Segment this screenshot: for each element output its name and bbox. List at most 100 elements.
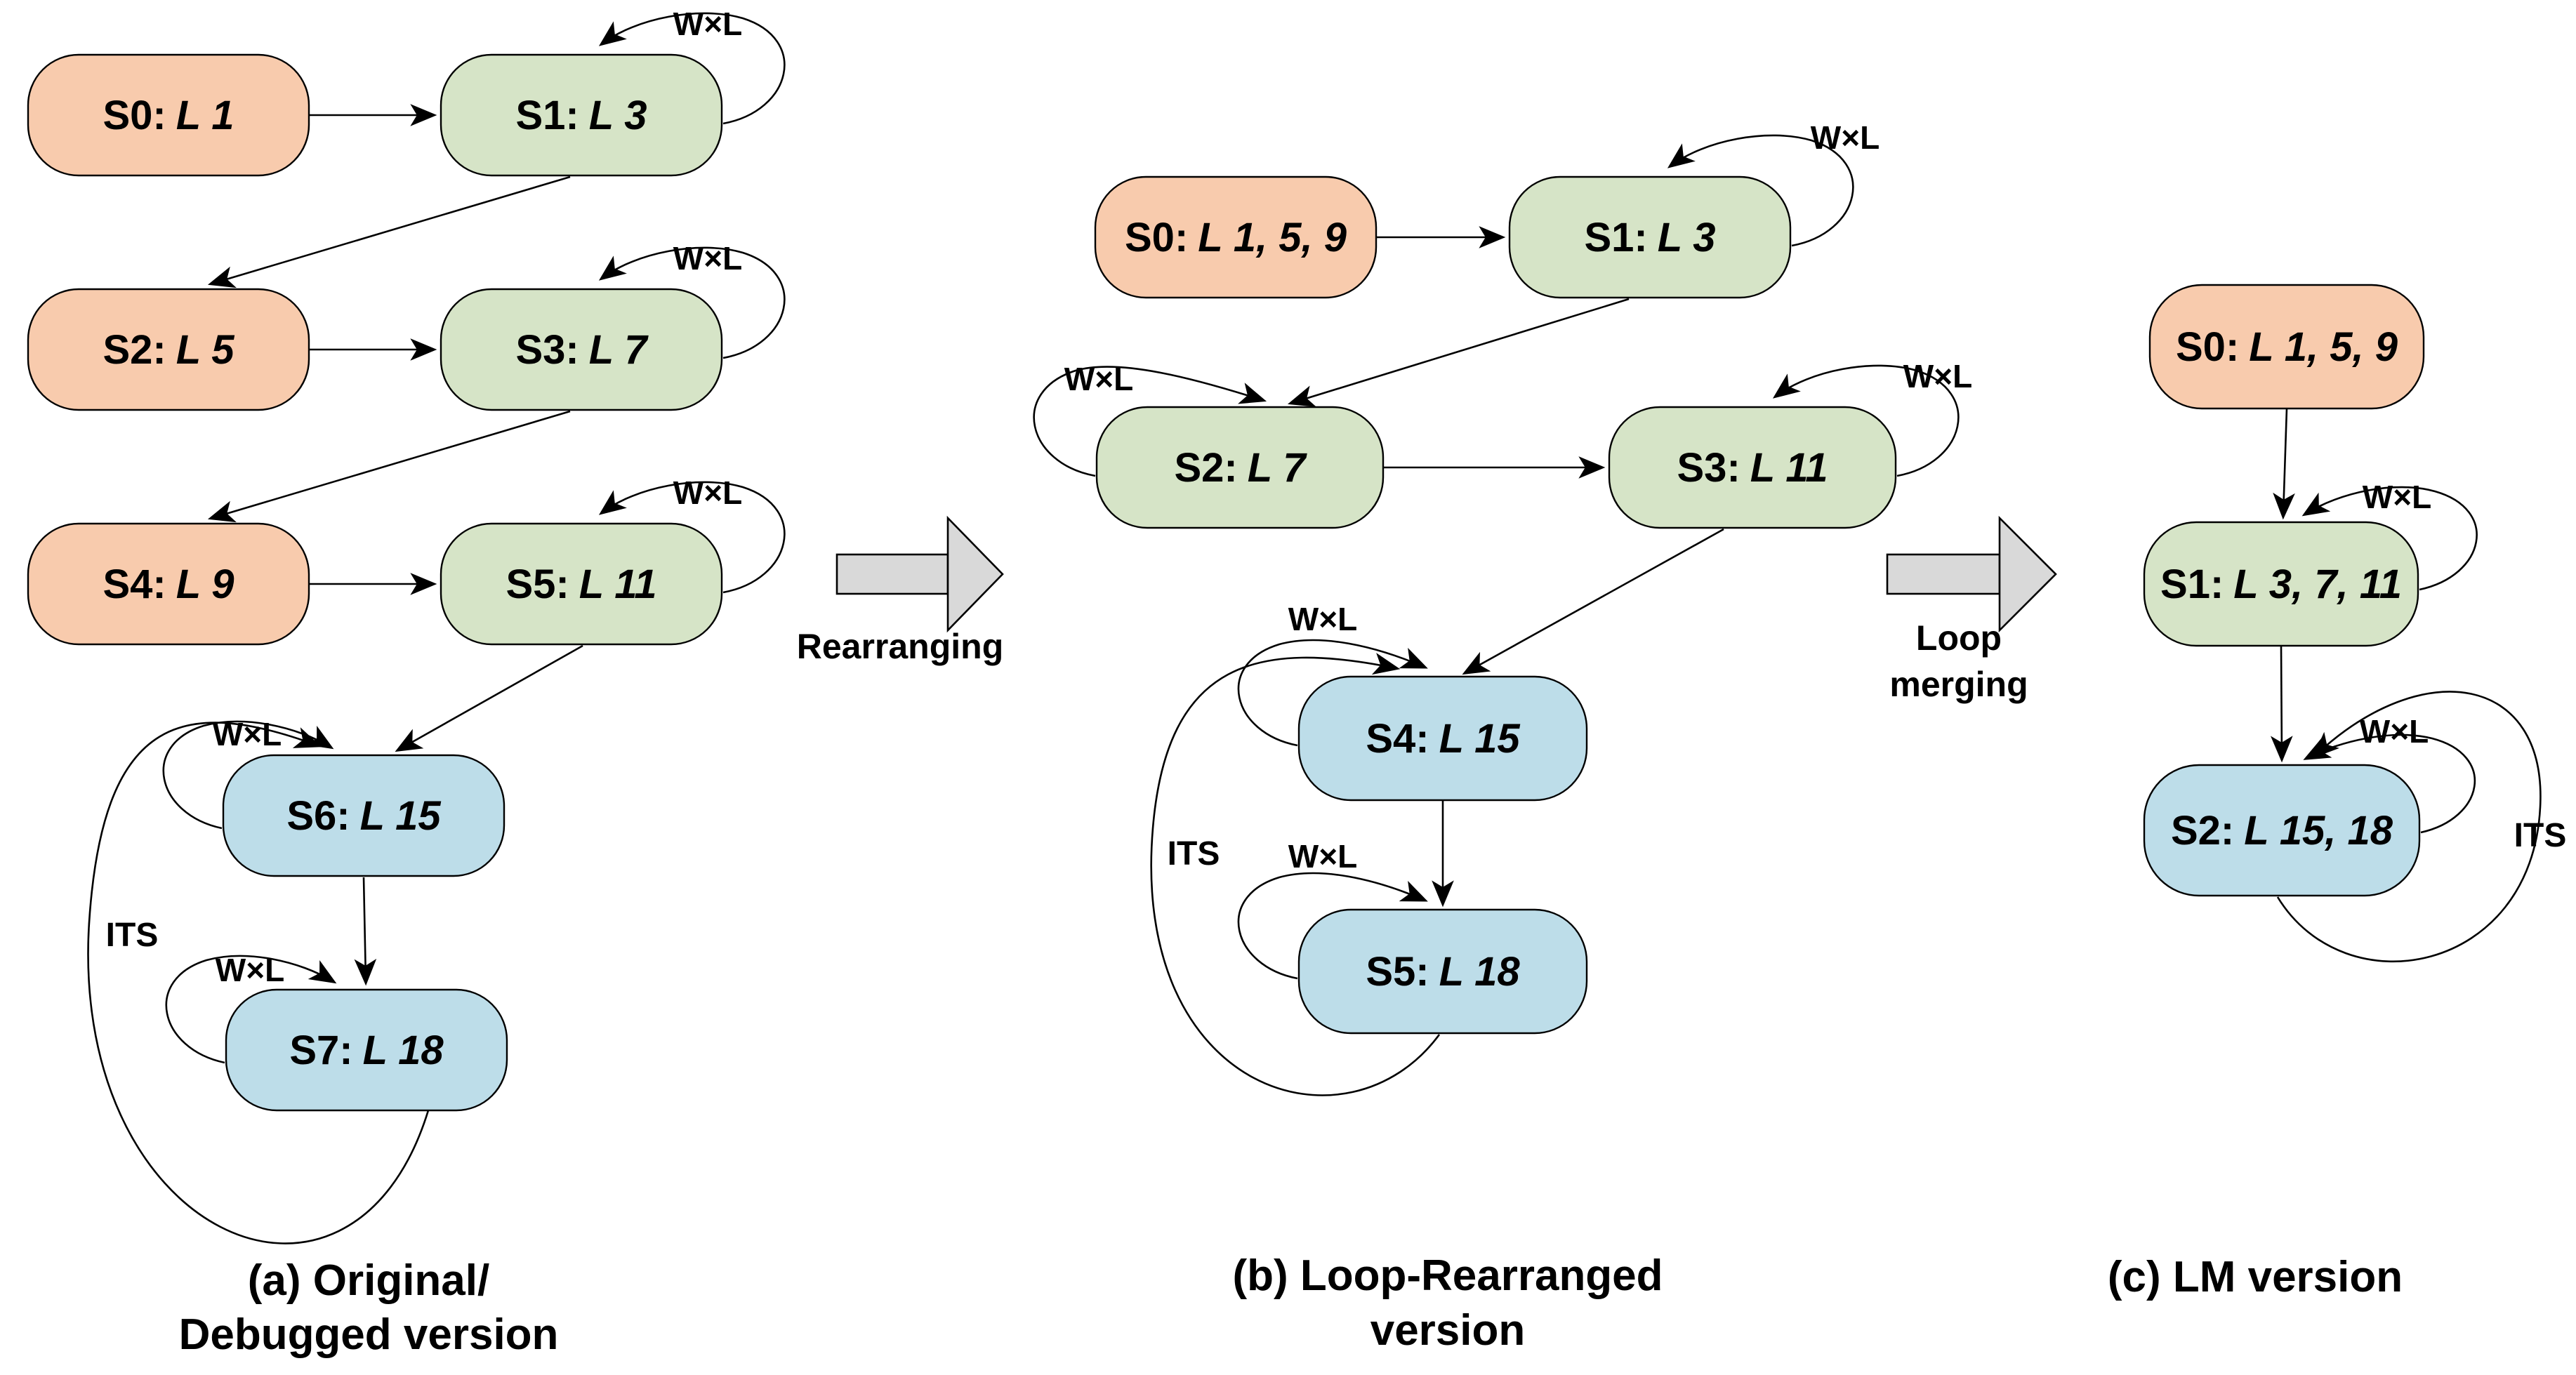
selfloop-b-s1 — [1667, 134, 1854, 247]
state-shape — [1094, 175, 1378, 299]
state-label-loops: L 1 — [176, 93, 235, 138]
state-label-loops: L 3, 7, 11 — [2233, 562, 2402, 607]
state-label-prefix: S0: — [1125, 215, 1188, 260]
state-b-s5: S5:L 18 — [1297, 908, 1588, 1035]
state-label-prefix: S0: — [2176, 324, 2239, 370]
edge-a-s5-s6 — [395, 644, 583, 752]
rearranging-label: Rearranging — [797, 627, 1004, 666]
wxl-label-a-s5: W×L — [673, 474, 742, 511]
state-c-s0: S0:L 1, 5, 9 — [2148, 284, 2425, 410]
loop-merging-label-line2: merging — [1889, 665, 2028, 704]
state-a-s5: S5:L 11 — [440, 522, 723, 646]
caption-a-line1: (a) Original/ — [248, 1256, 489, 1305]
its-arc-c — [2276, 691, 2542, 962]
state-shape — [1508, 175, 1792, 299]
state-label-prefix: S4: — [103, 562, 166, 607]
block-arrow-body — [835, 553, 949, 595]
state-label-loops: L 1, 5, 9 — [1198, 215, 1347, 260]
state-label-loops: L 18 — [363, 1028, 444, 1073]
state-label-prefix: S7: — [289, 1028, 352, 1073]
state-shape — [1608, 406, 1897, 529]
state-label-loops: L 3 — [1658, 215, 1716, 260]
state-a-s4: S4:L 9 — [27, 522, 310, 646]
state-label: S1:L 3, 7, 11 — [2160, 562, 2402, 607]
state-b-s3: S3:L 11 — [1608, 406, 1897, 529]
state-a-s2: S2:L 5 — [27, 288, 310, 411]
panel-a: S0:L 1 S1:L 3 S2:L 5 S3:L 7 S4:L 9 S5:L … — [27, 6, 786, 1359]
state-label-loops: L 5 — [176, 327, 235, 373]
state-a-s0: S0:L 1 — [27, 53, 310, 177]
wxl-label-a-s6: W×L — [213, 716, 282, 752]
edge-a-s3-s4 — [207, 410, 571, 523]
state-a-s6: S6:L 15 — [222, 754, 506, 877]
state-shape — [27, 53, 310, 177]
panel-b: S0:L 1, 5, 9 S1:L 3 S2:L 7 S3:L 11 S4:L … — [1033, 119, 1972, 1355]
state-a-s7: S7:L 18 — [225, 988, 508, 1112]
state-label: S2:L 5 — [103, 327, 235, 373]
state-label-loops: L 11 — [579, 562, 657, 607]
wxl-label-a-s7: W×L — [216, 952, 284, 988]
state-label-loops: L 15 — [1439, 716, 1521, 762]
state-b-s2: S2:L 7 — [1095, 406, 1385, 529]
caption-b-line2: version — [1370, 1306, 1526, 1355]
state-shape — [1095, 406, 1385, 529]
state-shape — [440, 522, 723, 646]
state-label: S0:L 1, 5, 9 — [2176, 324, 2398, 370]
state-label-prefix: S3: — [1677, 445, 1741, 491]
state-label: S2:L 7 — [1174, 445, 1307, 491]
block-arrow-head — [946, 515, 1004, 633]
state-label-prefix: S2: — [103, 327, 166, 373]
edge-b-s1-s2 — [1287, 298, 1630, 407]
edge-a-s1-s2 — [207, 175, 571, 288]
selfloop-b-s2 — [1033, 366, 1267, 477]
block-arrow-head — [1998, 515, 2057, 633]
edge-c-s0-s1 — [2273, 408, 2295, 520]
selfloop-a-s6 — [162, 720, 334, 830]
state-shape — [2143, 764, 2421, 897]
state-label-prefix: S2: — [2171, 808, 2234, 853]
state-label: S4:L 15 — [1366, 716, 1520, 762]
transition-rearranging: Rearranging — [797, 515, 1004, 666]
its-label-c: ITS — [2514, 817, 2567, 854]
state-label: S7:L 18 — [289, 1028, 444, 1073]
selfloop-a-s1 — [598, 12, 786, 125]
state-a-s3: S3:L 7 — [440, 288, 723, 411]
state-label-prefix: S5: — [1366, 949, 1429, 995]
state-shape — [2148, 284, 2425, 410]
state-label-loops: L 18 — [1439, 949, 1521, 995]
selfloop-a-s7 — [165, 955, 337, 1064]
wxl-label-b-s3: W×L — [1903, 358, 1972, 394]
state-label-prefix: S4: — [1366, 716, 1429, 762]
selfloop-b-s3 — [1772, 364, 1960, 477]
state-label-prefix: S1: — [2160, 562, 2224, 607]
transition-loop-merging: Loop merging — [1886, 515, 2057, 704]
wxl-label-c-s1: W×L — [2363, 479, 2431, 515]
wxl-label-b-s2: W×L — [1064, 361, 1133, 397]
wxl-label-b-s1: W×L — [1811, 119, 1880, 156]
state-label-prefix: S1: — [515, 93, 579, 138]
state-shape — [225, 988, 508, 1112]
state-label: S5:L 18 — [1366, 949, 1520, 995]
caption-b-line1: (b) Loop-Rearranged — [1232, 1251, 1663, 1300]
block-arrow-body — [1886, 553, 2001, 595]
state-shape — [440, 53, 723, 177]
selfloop-c-s2 — [2303, 733, 2476, 834]
state-label-prefix: S1: — [1584, 215, 1647, 260]
wxl-label-a-s3: W×L — [673, 240, 742, 277]
state-shape — [27, 288, 310, 411]
state-shape — [27, 522, 310, 646]
state-shape — [440, 288, 723, 411]
its-label-a: ITS — [106, 917, 159, 954]
state-b-s4: S4:L 15 — [1297, 675, 1588, 802]
state-label-prefix: S2: — [1174, 445, 1237, 491]
panel-c: S0:L 1, 5, 9 S1:L 3, 7, 11 S2:L 15, 18 W… — [2108, 284, 2567, 1301]
state-shape — [1297, 908, 1588, 1035]
selfloop-b-s5 — [1237, 872, 1428, 980]
edge-c-s1-s2 — [2270, 645, 2293, 763]
state-shape — [2143, 521, 2419, 647]
state-label-loops: L 11 — [1750, 445, 1828, 491]
state-label-loops: L 3 — [589, 93, 647, 138]
its-arc-a — [87, 722, 430, 1244]
state-label: S1:L 3 — [1584, 215, 1715, 260]
